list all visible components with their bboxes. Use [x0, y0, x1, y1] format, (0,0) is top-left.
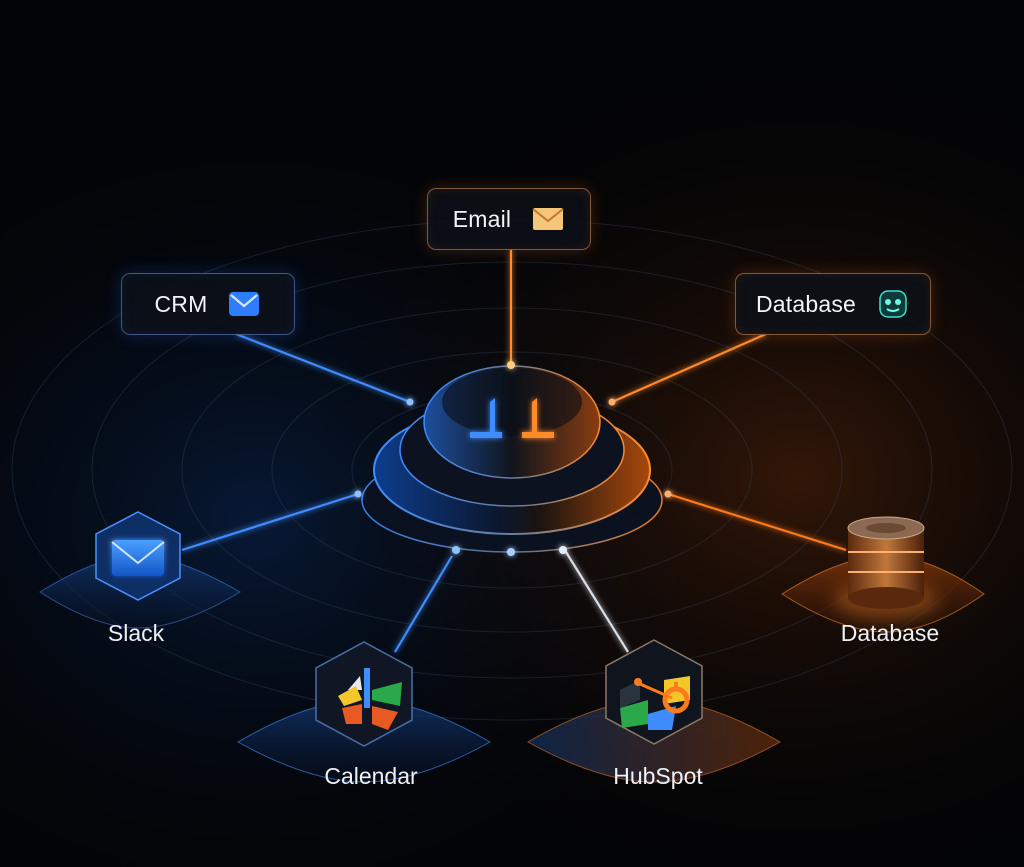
- connector-slack: [181, 492, 359, 552]
- calendar-app-icon: [338, 668, 402, 730]
- database-card-label: Database: [755, 290, 857, 317]
- database-node[interactable]: [781, 516, 985, 633]
- robot-face-icon: [876, 290, 910, 318]
- connector-database-node: [667, 492, 847, 552]
- hubspot-node[interactable]: [526, 639, 782, 783]
- slack-node[interactable]: [39, 511, 241, 629]
- database-node-label: Database: [840, 620, 940, 646]
- calendar-node[interactable]: [236, 641, 492, 783]
- central-hub: [354, 361, 672, 556]
- envelope-icon: [227, 290, 261, 318]
- hub-logo-icon: [470, 398, 554, 438]
- database-card[interactable]: Database: [735, 273, 931, 335]
- connector-lines: [181, 250, 847, 653]
- hubspot-logo-icon: [620, 676, 690, 730]
- database-cylinder-icon: [834, 516, 938, 620]
- envelope-icon: [531, 205, 565, 233]
- hub-glow-dots: [354, 361, 672, 556]
- connector-calendar: [394, 555, 453, 653]
- calendar-label: Calendar: [324, 763, 418, 789]
- connector-hubspot: [565, 551, 629, 653]
- email-label: Email: [452, 205, 512, 232]
- connector-crm: [235, 332, 411, 404]
- crm-label: CRM: [154, 290, 208, 317]
- email-card[interactable]: Email: [427, 188, 591, 250]
- slack-label: Slack: [107, 620, 165, 646]
- hubspot-label: HubSpot: [613, 763, 703, 789]
- connector-database-card: [611, 332, 767, 404]
- envelope-icon: [111, 540, 165, 576]
- crm-card[interactable]: CRM: [121, 273, 295, 335]
